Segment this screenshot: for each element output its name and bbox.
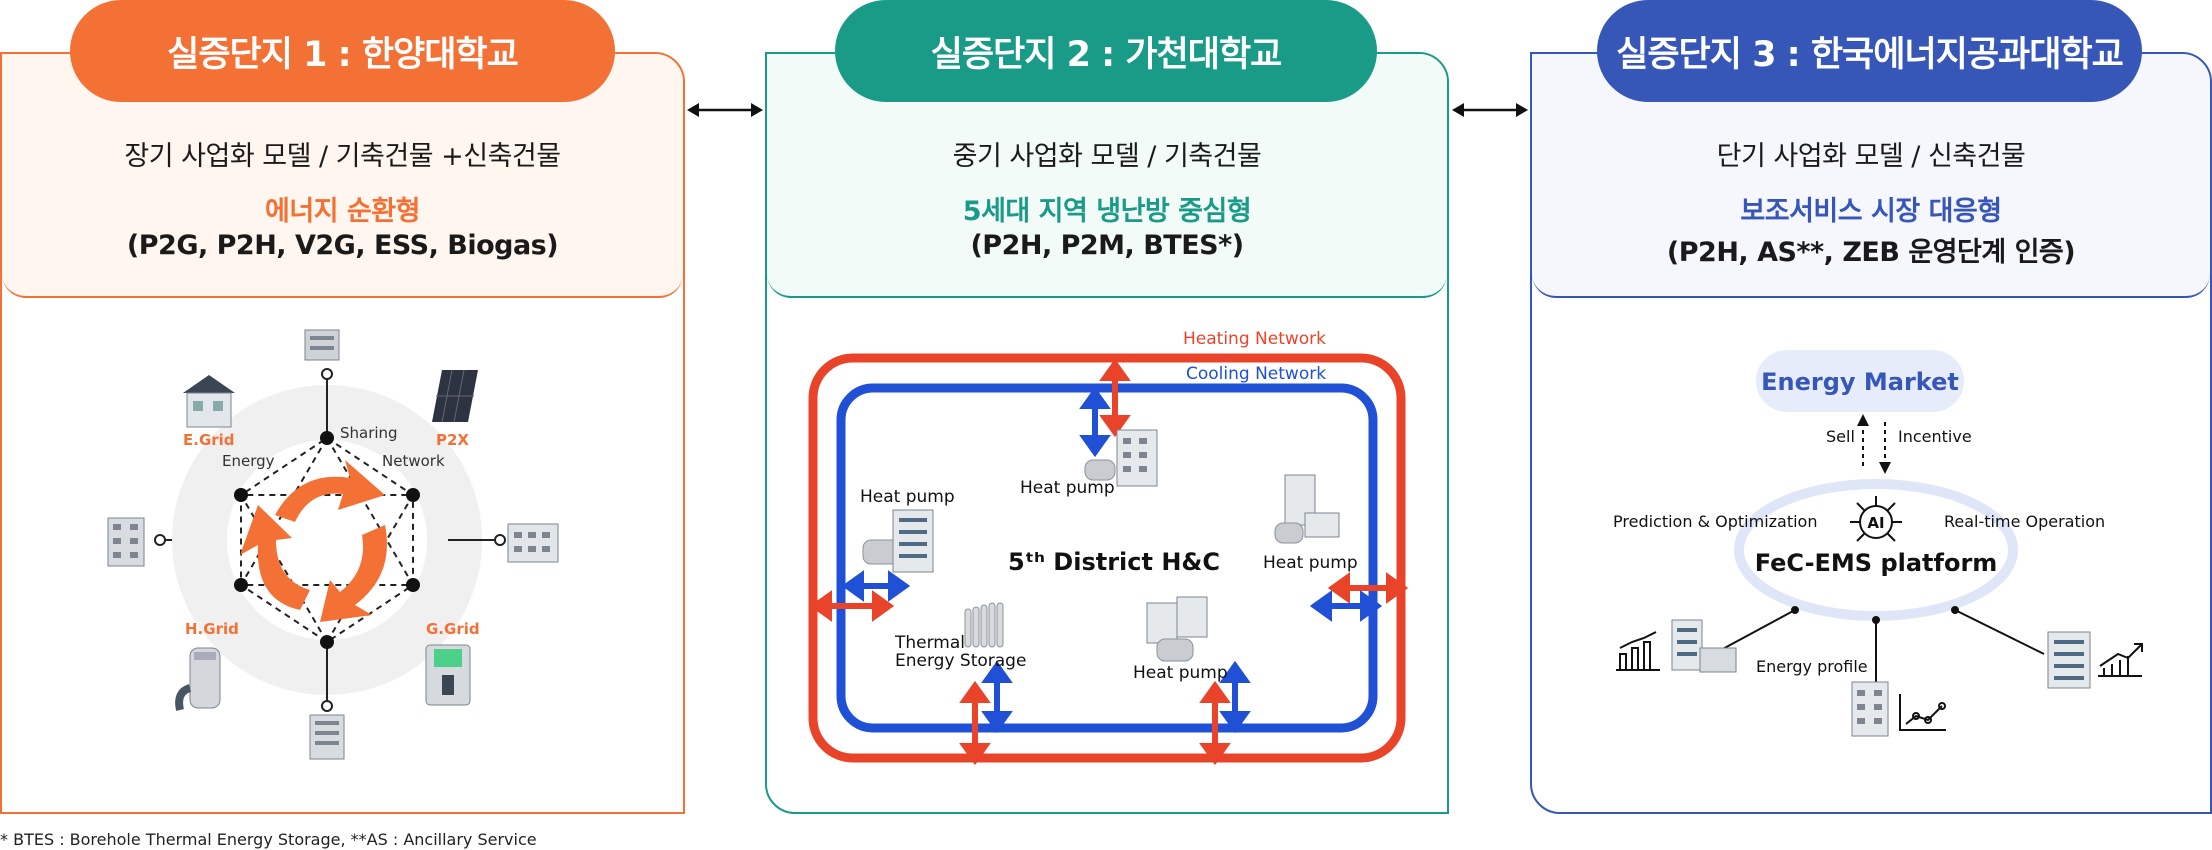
incentive-label: Incentive — [1898, 427, 1972, 446]
site1-tech: (P2G, P2H, V2G, ESS, Biogas) — [126, 230, 559, 261]
realtime-label: Real-time Operation — [1944, 512, 2105, 531]
connector-arrow-1-2 — [687, 103, 763, 117]
energy-profile-label: Energy profile — [1756, 657, 1868, 676]
thermal-storage-label-2: Energy Storage — [895, 651, 1026, 671]
site2-title: 실증단지 2 : 가천대학교 — [835, 0, 1377, 102]
heat-pump-icon-bottom — [1146, 596, 1208, 662]
footnote: * BTES : Borehole Thermal Energy Storage… — [0, 830, 537, 849]
site2-tech: (P2H, P2M, BTES*) — [970, 230, 1244, 261]
site2-diagram: Heating Network Cooling Network Heat pum… — [808, 329, 1409, 766]
label-g-grid: G.Grid — [426, 620, 480, 638]
site1-focus: 에너지 순환형 — [265, 196, 420, 227]
site1-title: 실증단지 1 : 한양대학교 — [70, 0, 615, 102]
line-chart-icon-bottom — [1899, 694, 1946, 731]
site2-focus: 5세대 지역 냉난방 중심형 — [962, 196, 1252, 227]
hydrogen-tank-icon — [175, 647, 221, 711]
site1-model: 장기 사업화 모델 / 기축건물 +신축건물 — [124, 141, 561, 172]
label-h-grid: H.Grid — [185, 620, 239, 638]
heat-pump-label-right: Heat pump — [1263, 553, 1358, 573]
growth-chart-icon-right — [2098, 643, 2143, 677]
building-icon-right — [507, 523, 559, 563]
building-icon-left — [1671, 619, 1737, 673]
heat-pump-label-top: Heat pump — [1020, 478, 1115, 498]
site2-model: 중기 사업화 모델 / 기축건물 — [952, 141, 1262, 172]
site3-title: 실증단지 3 : 한국에너지공과대학교 — [1597, 0, 2142, 102]
ai-label: AI — [1867, 514, 1884, 532]
label-network: Network — [382, 452, 445, 470]
label-energy: Energy — [222, 452, 275, 470]
connector-arrow-2-3 — [1452, 103, 1528, 117]
site3-panel: 단기 사업화 모델 / 신축건물 보조서비스 시장 대응형 (P2H, AS**… — [1530, 52, 2212, 814]
label-p2x: P2X — [436, 431, 469, 449]
label-e-grid: E.Grid — [183, 431, 235, 449]
site3-focus: 보조서비스 시장 대응형 — [1740, 196, 2002, 227]
site3-tech: (P2H, AS**, ZEB 운영단계 인증) — [1666, 237, 2076, 268]
heat-pump-icon-left — [862, 509, 934, 573]
prediction-label: Prediction & Optimization — [1613, 512, 1817, 531]
label-sharing: Sharing — [340, 424, 398, 442]
site3-model: 단기 사업화 모델 / 신축건물 — [1716, 141, 2026, 172]
thermal-storage-label-1: Thermal — [894, 633, 965, 653]
building-icon-left — [107, 517, 145, 567]
building-icon-right — [2047, 631, 2091, 689]
heat-pump-label-bottom: Heat pump — [1133, 663, 1228, 683]
district-hc-label: 5ᵗʰ District H&C — [1008, 548, 1220, 576]
site1-diagram: Sharing Energy Network E.Grid P2X H.Grid… — [107, 329, 559, 760]
platform-label: FeC-EMS platform — [1755, 549, 1998, 577]
heat-pump-label-left: Heat pump — [860, 487, 955, 507]
cooling-network-label: Cooling Network — [1186, 364, 1326, 384]
energy-market-box — [1756, 350, 1964, 412]
recycle-icon — [240, 460, 387, 622]
sell-label: Sell — [1826, 427, 1855, 446]
cooling-network — [836, 383, 1378, 733]
gas-grid-icon — [425, 644, 471, 706]
house-icon-egrid — [183, 375, 235, 428]
ai-icon — [1850, 496, 1902, 542]
building-icon-bottom — [309, 714, 345, 760]
building-icon-top — [304, 329, 340, 361]
solar-panel-icon — [432, 369, 478, 423]
heat-pump-icon-top — [1084, 429, 1158, 487]
bar-chart-icon-left — [1616, 631, 1660, 671]
heating-network — [808, 353, 1406, 763]
heating-network-label: Heating Network — [1183, 329, 1326, 349]
building-icon-bottom — [1851, 681, 1889, 737]
site3-diagram: Energy Market Sell Incentive AI Predicti… — [1613, 350, 2143, 737]
thermal-storage-icon — [964, 602, 1004, 648]
heat-pump-icon-right — [1274, 474, 1340, 544]
energy-market-label: Energy Market — [1761, 368, 1959, 396]
